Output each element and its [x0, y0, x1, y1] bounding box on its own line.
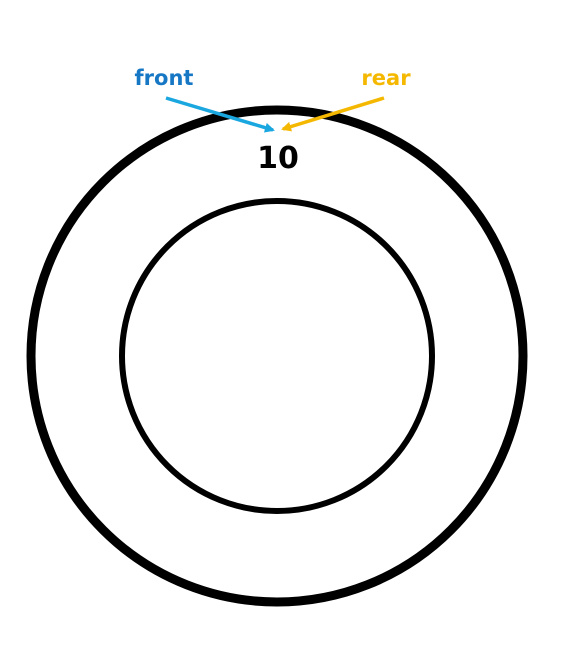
rear-arrow [281, 96, 385, 132]
slot-value: 10 [257, 141, 299, 176]
rear-label: rear [361, 66, 411, 90]
front-arrow [165, 96, 275, 133]
outer-ring [26, 105, 528, 607]
inner-ring [119, 198, 435, 514]
front-label: front [135, 66, 194, 90]
